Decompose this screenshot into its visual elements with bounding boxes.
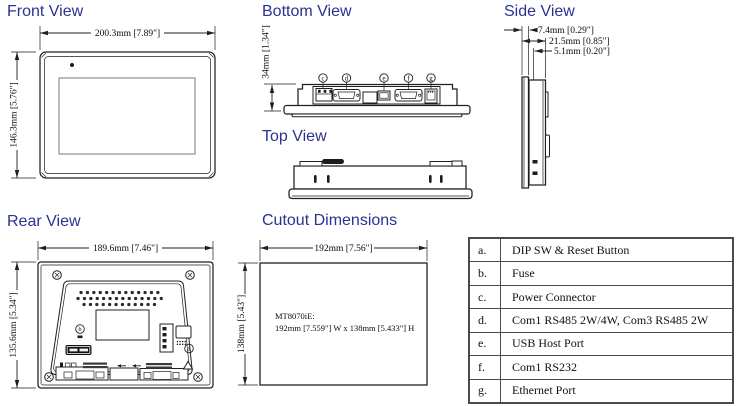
- mounting-clip-left: [299, 161, 323, 167]
- front-view-title: Front View: [7, 3, 84, 20]
- front-dimension-lines: 200.3mm [7.89"] 146.3mm [5.76"]: [10, 26, 216, 179]
- cutout-note-size: 192mm [7.559"] W x 138mm [5.433"] H: [275, 323, 414, 333]
- mounting-clip-right: [429, 161, 453, 167]
- legend-label: DIP SW & Reset Button: [512, 242, 630, 257]
- front-led-indicator: [70, 63, 74, 67]
- com1-rs485-port: [332, 89, 361, 102]
- legend-key: d.: [470, 309, 501, 332]
- legend-label: Fuse: [512, 266, 535, 281]
- side-device-outline: [521, 76, 550, 189]
- rear-print-markings: [60, 360, 194, 370]
- side-bezel: [521, 76, 530, 189]
- front-height-dimension: 146.3mm [5.76"]: [10, 82, 20, 147]
- front-view-drawing: 200.3mm [7.89"] 146.3mm [5.76"]: [10, 26, 216, 179]
- top-bezel: [288, 188, 473, 200]
- bottom-depth-dimension: 34mm [1.34"]: [262, 25, 272, 78]
- power-connector-port: [315, 88, 333, 102]
- side-front-dimension: 5.1mm [0.20"]: [554, 47, 610, 57]
- side-view-drawing: 7.4mm [0.29"] 21.5mm [0.85"] 5.1mm [0.20…: [504, 26, 610, 189]
- front-width-dimension: 200.3mm [7.89"]: [95, 29, 160, 39]
- front-device-outline: [39, 51, 216, 179]
- legend-row-f: f. Com1 RS232: [470, 355, 732, 379]
- port-legend-table: a. DIP SW & Reset Button b. Fuse c. Powe…: [468, 237, 734, 404]
- top-view-drawing: [288, 159, 473, 200]
- com1-rs232-port: [394, 89, 423, 102]
- legend-row-a: a. DIP SW & Reset Button: [470, 239, 732, 262]
- front-screen: [58, 77, 196, 155]
- side-view-title: Side View: [504, 3, 575, 20]
- fuse-label: [65, 345, 92, 355]
- legend-row-c: c. Power Connector: [470, 284, 732, 309]
- clip-bump-right: [451, 160, 463, 167]
- usb-host-port: [377, 90, 391, 101]
- legend-label: USB Host Port: [512, 336, 585, 351]
- rear-view-drawing: 189.6mm [7.46"] 135.6mm [5.34"]: [9, 241, 214, 389]
- cutout-dimensions-title: Cutout Dimensions: [262, 212, 398, 229]
- bottom-device-outline: [283, 83, 471, 118]
- vent-holes: [76, 290, 168, 307]
- rear-height-dimension: 135.6mm [5.34"]: [9, 292, 19, 357]
- bottom-port-callouts: c d e f g: [318, 73, 436, 91]
- legend-row-d: d. Com1 RS485 2W/4W, Com3 RS485 2W: [470, 308, 732, 332]
- callout-b: b: [78, 326, 81, 333]
- legend-row-b: b. Fuse: [470, 261, 732, 285]
- legend-key: b.: [470, 262, 501, 285]
- rear-width-dimension: 189.6mm [7.46"]: [93, 244, 158, 254]
- rear-view-title: Rear View: [7, 213, 81, 230]
- clip-bump-left: [322, 159, 344, 164]
- cutout-width-dimension: 192mm [7.56"]: [314, 244, 372, 254]
- dip-pin-dots: [176, 340, 187, 346]
- bottom-dimension-lines: 34mm [1.34"]: [262, 25, 296, 112]
- legend-key: a.: [470, 239, 501, 262]
- rear-device-outline: b a: [37, 261, 214, 389]
- legend-label: Com1 RS232: [512, 359, 578, 374]
- rear-label-plate: [95, 309, 150, 341]
- top-view-title: Top View: [262, 128, 327, 145]
- legend-label: Ethernet Port: [512, 383, 576, 398]
- side-dimension-lines: 7.4mm [0.29"] 21.5mm [0.85"] 5.1mm [0.20…: [504, 26, 610, 91]
- bottom-bezel-step: [291, 113, 463, 118]
- dip-switch-area: a: [159, 323, 194, 354]
- ethernet-port: [424, 88, 438, 104]
- side-dip-bump: [545, 134, 550, 158]
- warning-triangle-icon: [182, 360, 194, 370]
- side-bezel-dimension: 7.4mm [0.29"]: [538, 26, 594, 36]
- bottom-view-title: Bottom View: [262, 3, 352, 20]
- cutout-dimension-lines: 192mm [7.56"] 138mm [5.43"]: [237, 240, 428, 386]
- corner-screws: [44, 270, 203, 382]
- callout-a: a: [188, 346, 191, 353]
- blank-slot: [362, 91, 378, 104]
- side-depth-dimension: 21.5mm [0.85"]: [549, 37, 610, 47]
- bottom-bezel: [283, 104, 471, 115]
- callout-e: e: [382, 74, 385, 82]
- legend-key: c.: [470, 285, 501, 309]
- cutout-height-dimension: 138mm [5.43"]: [237, 295, 247, 353]
- callout-d: d: [345, 74, 349, 82]
- legend-row-e: e. USB Host Port: [470, 331, 732, 356]
- cutout-drawing: 192mm [7.56"] 138mm [5.43"] MT8070iE: 19…: [237, 240, 428, 386]
- callout-g: g: [429, 74, 433, 82]
- top-device-outline: [288, 159, 473, 200]
- cutout-rectangle: [259, 262, 428, 386]
- rear-bottom-connectors: [55, 366, 189, 381]
- legend-key: f.: [470, 356, 501, 379]
- legend-key: g.: [470, 379, 501, 402]
- legend-key: e.: [470, 332, 501, 356]
- bottom-view-drawing: 34mm [1.34"]: [262, 25, 471, 118]
- legend-label: Power Connector: [512, 289, 596, 304]
- side-body: [528, 79, 547, 186]
- callout-c: c: [321, 74, 324, 82]
- fuse-area: b: [65, 324, 92, 355]
- rear-dimension-lines: 189.6mm [7.46"] 135.6mm [5.34"]: [9, 241, 214, 389]
- legend-label: Com1 RS485 2W/4W, Com3 RS485 2W: [512, 312, 709, 327]
- reset-button: [175, 325, 192, 339]
- legend-row-g: g. Ethernet Port: [470, 378, 732, 402]
- callout-f: f: [407, 74, 410, 82]
- cutout-note-model: MT8070iE:: [275, 311, 315, 321]
